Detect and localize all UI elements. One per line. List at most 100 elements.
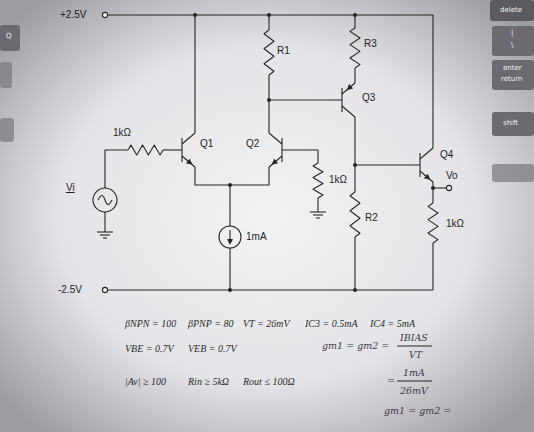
transistor-lead (420, 148, 433, 159)
key-label: \ (511, 41, 513, 49)
part-name: Q4 (440, 149, 453, 161)
specification: Rout ≤ 100Ω (243, 376, 295, 388)
specification: Rin ≥ 5kΩ (188, 376, 229, 388)
voltage-source-symbol (93, 188, 117, 212)
handwritten-note: 26mV (400, 385, 428, 396)
fraction-bar (397, 345, 432, 346)
wire (354, 15, 355, 28)
parameter: VT = 26mV (243, 318, 290, 330)
keyboard-key (492, 164, 534, 182)
part-name: R1 (277, 45, 290, 57)
wire (268, 75, 269, 133)
transistor-lead (420, 171, 433, 182)
resistor-value: 1kΩ (329, 174, 347, 186)
supply-rail (105, 289, 433, 290)
parameter: VBE = 0.7V (125, 343, 174, 355)
transistor-base-bar (419, 153, 420, 177)
supply-label: -2.5V (58, 284, 82, 296)
wire (433, 187, 446, 188)
handwritten-note: 1mA (403, 367, 425, 378)
keyboard-key (492, 112, 534, 136)
current-value: 1mA (246, 231, 267, 243)
wire (282, 150, 318, 163)
wire (432, 243, 433, 290)
keyboard-key (0, 25, 20, 51)
ground-symbol (310, 211, 326, 212)
wire (354, 68, 355, 83)
wire (355, 164, 420, 165)
ground-symbol (313, 214, 323, 215)
handwritten-note: gm1 = gm2 = (384, 405, 451, 416)
wire (432, 15, 433, 148)
handwritten-note: = (387, 375, 395, 386)
part-name: Q2 (246, 138, 259, 150)
parameter: VEB = 0.7V (188, 343, 237, 355)
parameter: IC3 = 0.5mA (305, 318, 358, 330)
transistor-lead (269, 156, 282, 167)
fraction-bar (397, 380, 432, 381)
transistor-lead (182, 156, 195, 167)
parameter: βPNP = 80 (188, 318, 233, 330)
wire (163, 149, 182, 150)
transistor-lead (269, 133, 282, 144)
terminal (102, 12, 107, 17)
key-label: Q (6, 32, 12, 40)
current-source-symbol (219, 226, 241, 248)
wire (268, 15, 269, 30)
key-label: return (501, 75, 522, 83)
wire (354, 237, 355, 290)
emitter-arrow (272, 159, 279, 165)
transistor-lead (342, 106, 355, 117)
emitter-arrow (424, 174, 431, 180)
wire (229, 185, 230, 226)
transistor-lead (342, 83, 355, 94)
keyboard-key (492, 60, 534, 90)
key-label: | (511, 29, 513, 37)
resistor-symbol (264, 30, 274, 75)
signal-name: Vo (446, 170, 458, 182)
wire (432, 182, 433, 203)
ground-symbol (103, 237, 107, 238)
current-source-arrow (227, 239, 233, 245)
part-name: R3 (364, 38, 377, 50)
parameter: IC4 = 5mA (370, 318, 415, 330)
part-name: R2 (365, 212, 378, 224)
handwritten-note: IBIAS (400, 332, 428, 343)
keyboard-key (492, 26, 534, 56)
resistor-symbol (350, 192, 360, 237)
keyboard-key (490, 0, 534, 21)
transistor-base-bar (341, 88, 342, 112)
wire (229, 248, 230, 290)
wire (194, 15, 195, 133)
resistor-symbol (350, 28, 360, 68)
part-name: Q1 (200, 138, 213, 150)
junction-dot (353, 288, 357, 292)
current-source-arrow (229, 230, 230, 240)
emitter-arrow (186, 159, 193, 165)
junction-dot (193, 13, 197, 17)
resistor-symbol (428, 203, 438, 243)
wire (105, 150, 128, 188)
terminal (446, 185, 451, 190)
wire (269, 99, 342, 100)
resistor-value: 1kΩ (113, 127, 131, 139)
voltage-source-symbol (98, 196, 112, 205)
keyboard-key (0, 118, 14, 142)
handwritten-note: gm1 = gm2 = (322, 340, 389, 351)
key-label: enter (503, 64, 522, 72)
key-label: delete (500, 6, 522, 14)
ground-symbol (97, 231, 113, 232)
wire (354, 117, 355, 192)
part-name: Q3 (362, 92, 375, 104)
emitter-arrow (347, 84, 354, 90)
resistor-symbol (313, 163, 323, 198)
supply-label: +2.5V (60, 9, 86, 21)
wire (317, 198, 318, 212)
transistor-lead (182, 133, 195, 144)
handwritten-note: VT (409, 349, 422, 360)
specification: |Av| ≥ 100 (125, 376, 166, 388)
keyboard-key (0, 62, 12, 88)
